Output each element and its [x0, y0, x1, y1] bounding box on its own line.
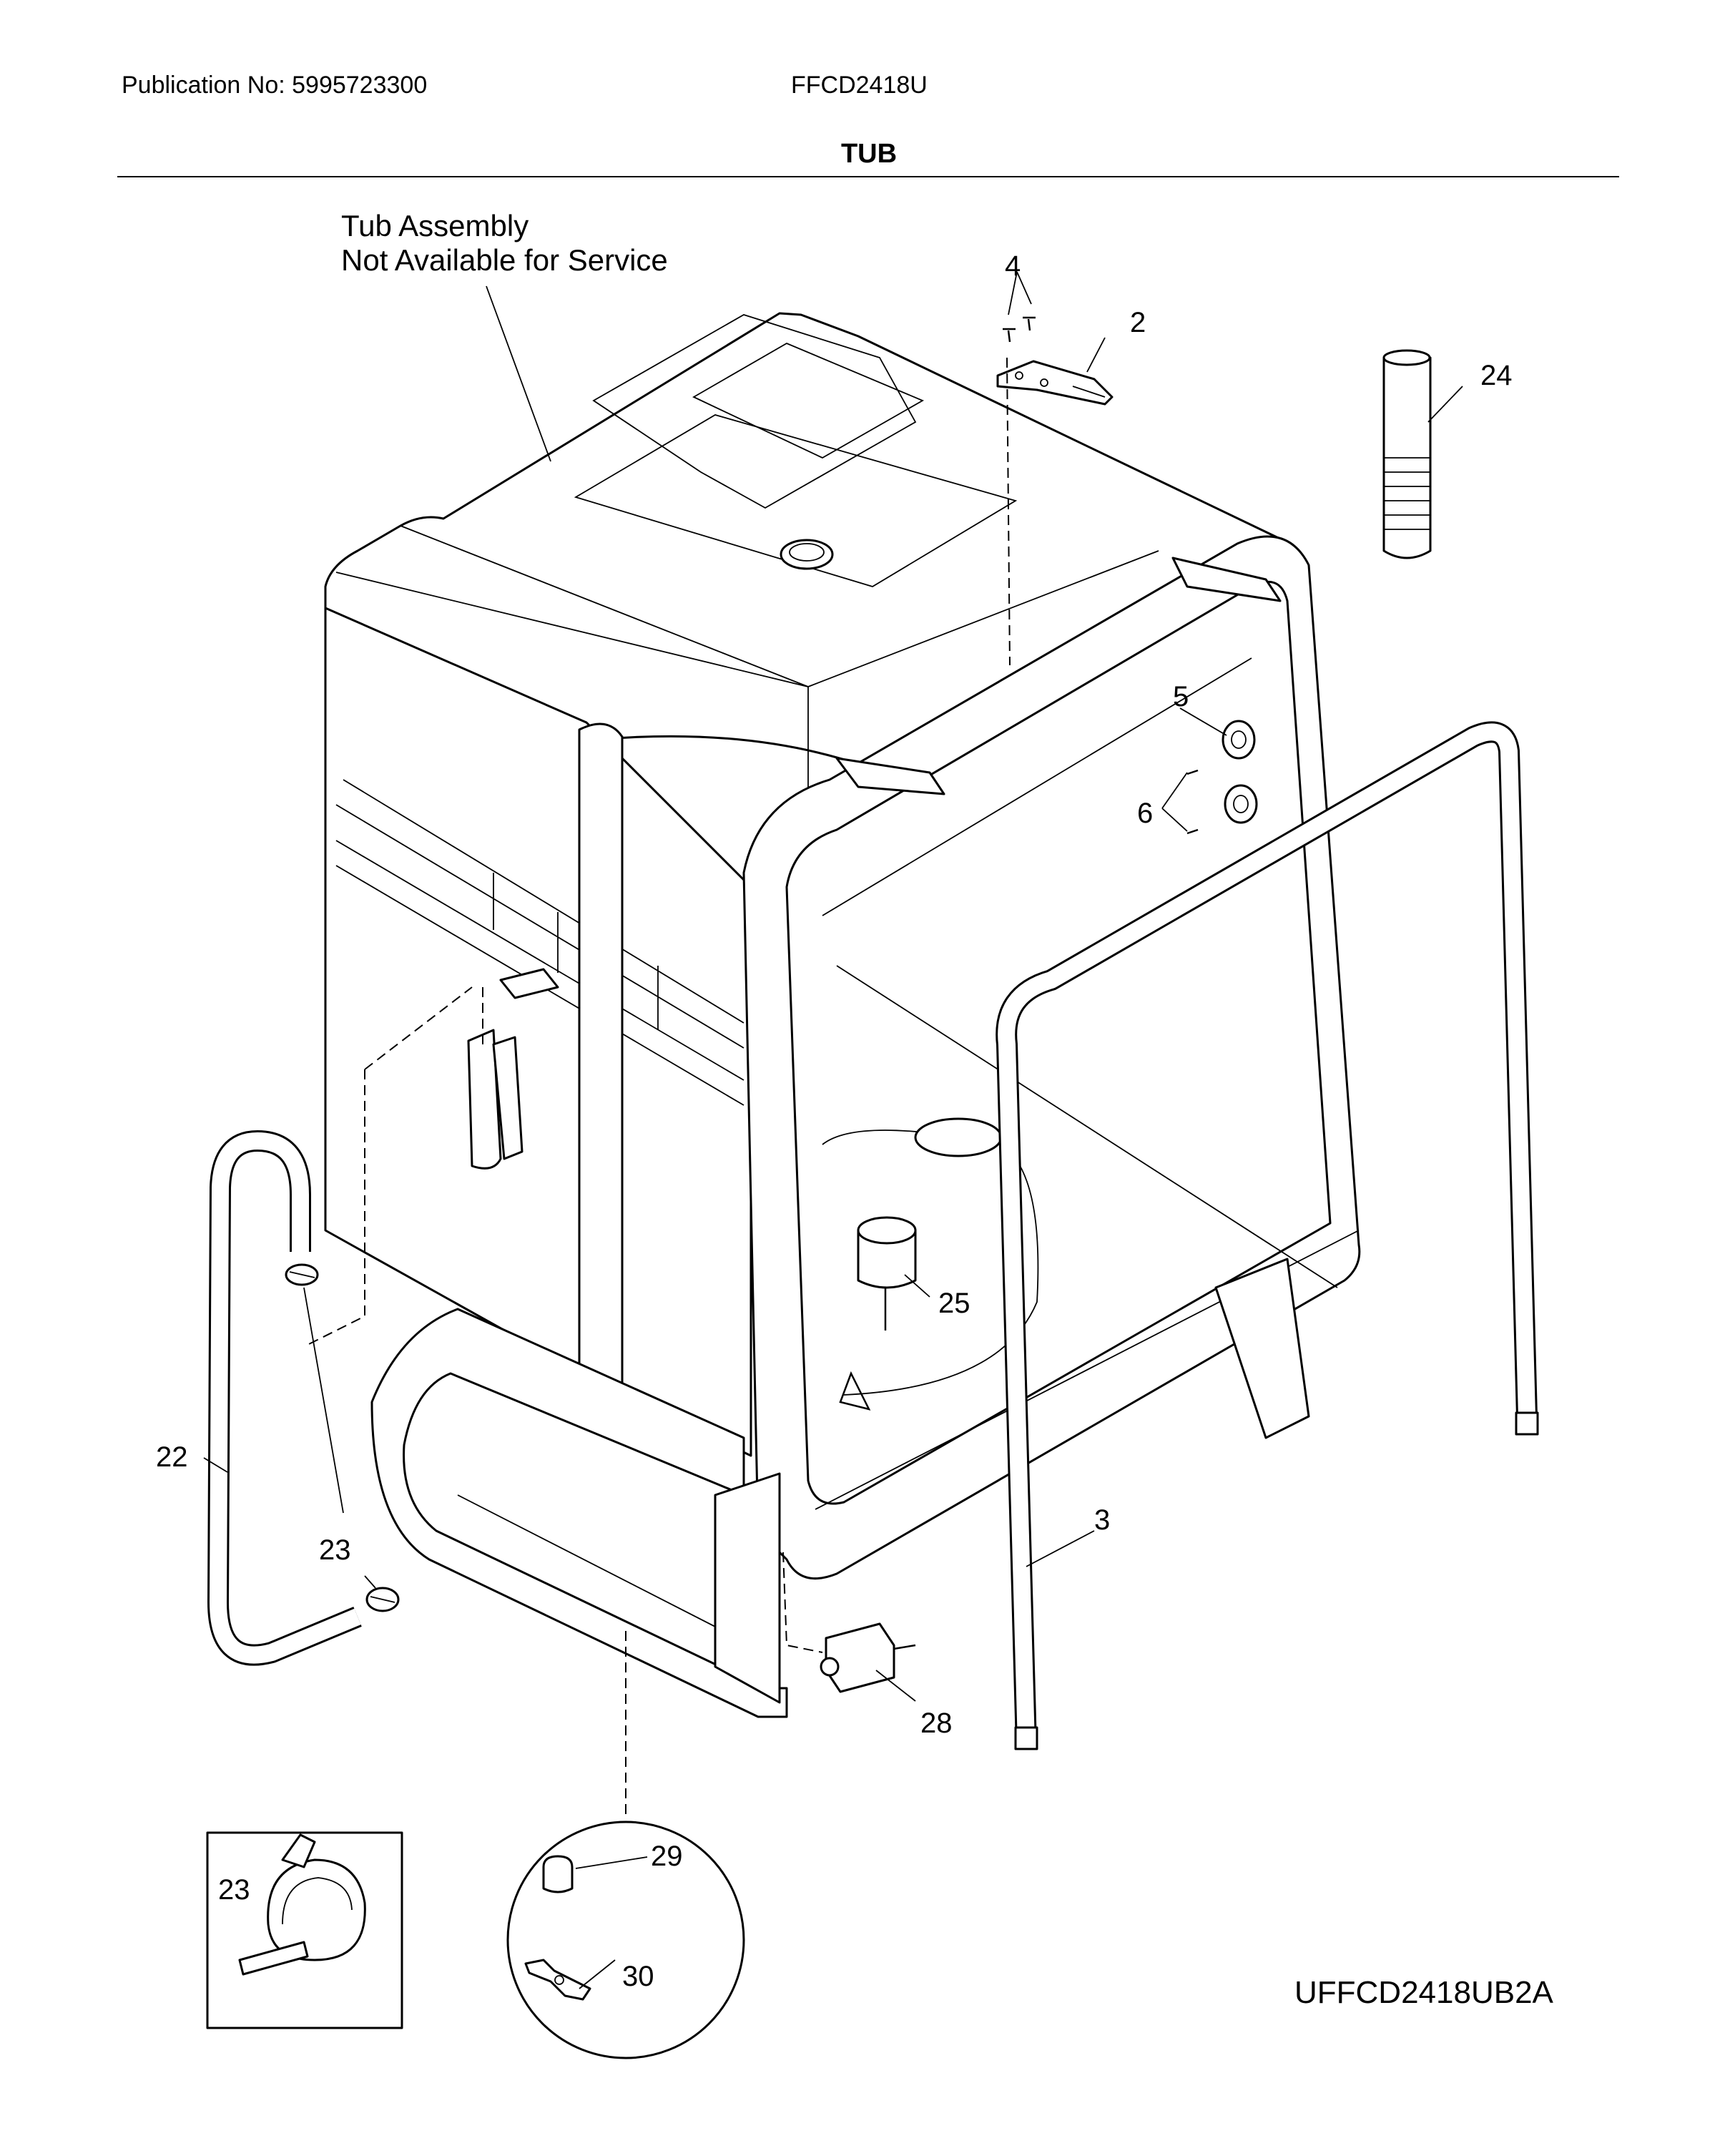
tub-left-side	[324, 607, 752, 1457]
header-divider	[117, 176, 1619, 177]
tub-floor	[822, 1130, 1039, 1396]
detail-inset-circle	[506, 1821, 745, 2059]
clamp-detail-inset	[206, 1831, 403, 2029]
drain-hose	[207, 1130, 362, 1666]
callout-24: 24	[1480, 360, 1513, 391]
bracket-part	[524, 1959, 591, 2001]
leader-lines	[203, 271, 1463, 1989]
tub-assembly-note-line2: Not Available for Service	[341, 243, 668, 277]
callout-23-inset: 23	[218, 1874, 250, 1906]
callout-2: 2	[1130, 307, 1146, 338]
tub-top-recess	[692, 342, 925, 459]
fill-funnel	[467, 968, 559, 1170]
page-title: TUB	[840, 139, 898, 169]
callout-4: 4	[1005, 250, 1021, 282]
tub-assembly	[324, 312, 1361, 1718]
hinge-bracket	[996, 360, 1114, 406]
tub-right-leg	[1214, 1258, 1310, 1439]
door-switch	[820, 1622, 916, 1693]
callout-6: 6	[1137, 798, 1153, 829]
callout-30: 30	[622, 1961, 654, 1992]
tub-base-rail	[370, 1308, 788, 1718]
callout-5: 5	[1173, 681, 1189, 712]
callout-3: 3	[1094, 1504, 1110, 1536]
hinge-screws	[1003, 316, 1036, 343]
pump-sump	[914, 1117, 1003, 1157]
hose-clamp-upper	[285, 1263, 319, 1286]
diagram-id: UFFCD2418UB2A	[1294, 1975, 1554, 2010]
model-number: FFCD2418U	[791, 72, 928, 99]
door-gasket	[996, 721, 1539, 1750]
bearing-wheels	[1186, 720, 1258, 835]
callout-28: 28	[920, 1707, 953, 1739]
tub-assembly-note-line1: Tub Assembly	[341, 209, 529, 242]
callout-29: 29	[651, 1841, 683, 1872]
float-assembly	[857, 1216, 917, 1331]
callout-23: 23	[319, 1534, 351, 1566]
cap-part	[542, 1855, 574, 1893]
callout-25: 25	[938, 1288, 970, 1319]
callout-22: 22	[156, 1441, 188, 1473]
publication-number: Publication No: 5995723300	[122, 72, 428, 99]
hose-clamp-lower	[365, 1587, 400, 1612]
drain-fitting	[1382, 349, 1432, 559]
